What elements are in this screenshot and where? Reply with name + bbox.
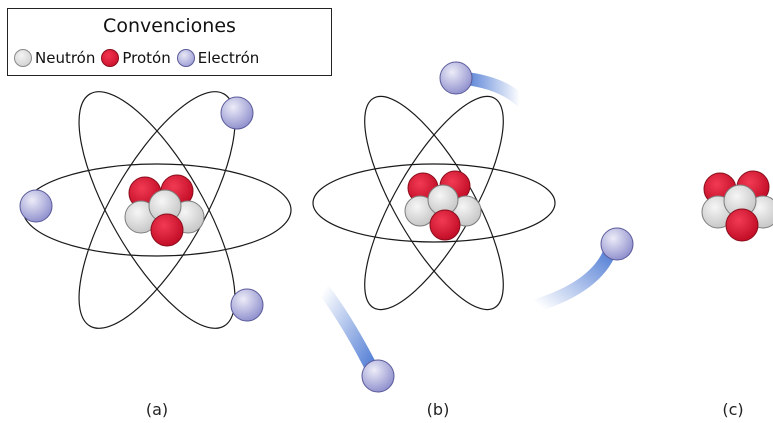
legend-item-proton: Protón xyxy=(101,49,171,67)
electron xyxy=(439,61,473,95)
panel-label-c: (c) xyxy=(722,400,744,419)
electron xyxy=(19,189,53,223)
legend-label-neutron: Neutrón xyxy=(35,49,96,67)
nucleus-a xyxy=(124,174,205,247)
proton xyxy=(150,213,184,247)
orbit-tilted-left xyxy=(78,91,236,329)
legend-item-neutron: Neutrón xyxy=(14,49,95,67)
nucleus-c xyxy=(701,170,773,242)
legend-title: Convenciones xyxy=(103,15,236,37)
proton xyxy=(429,209,461,241)
electron-trail-bottom xyxy=(317,283,381,380)
atom-b xyxy=(312,61,634,393)
orbit-horizontal xyxy=(312,163,556,243)
electrons-b xyxy=(361,61,634,393)
electron xyxy=(220,96,254,130)
panel-label-a: (a) xyxy=(145,400,169,419)
panel-label-b: (b) xyxy=(426,400,450,419)
legend: Convenciones Neutrón Protón Electrón xyxy=(7,8,332,76)
neutron-swatch-icon xyxy=(14,49,32,67)
legend-item-electron: Electrón xyxy=(176,49,260,67)
nucleus-b xyxy=(404,170,482,241)
electrons-a xyxy=(19,96,264,322)
legend-items: Neutrón Protón Electrón xyxy=(14,49,265,67)
atom-a xyxy=(19,91,292,329)
electron-swatch-icon xyxy=(176,49,195,67)
electron xyxy=(361,359,395,393)
orbits-a xyxy=(22,91,292,329)
electron xyxy=(230,288,264,322)
electron-trail-right xyxy=(531,239,619,312)
legend-label-proton: Protón xyxy=(122,49,171,67)
proton-swatch-icon xyxy=(101,49,120,67)
electron xyxy=(600,227,634,261)
orbit-tilted-right xyxy=(78,91,236,329)
proton xyxy=(725,208,759,242)
legend-label-electron: Electrón xyxy=(197,49,260,67)
